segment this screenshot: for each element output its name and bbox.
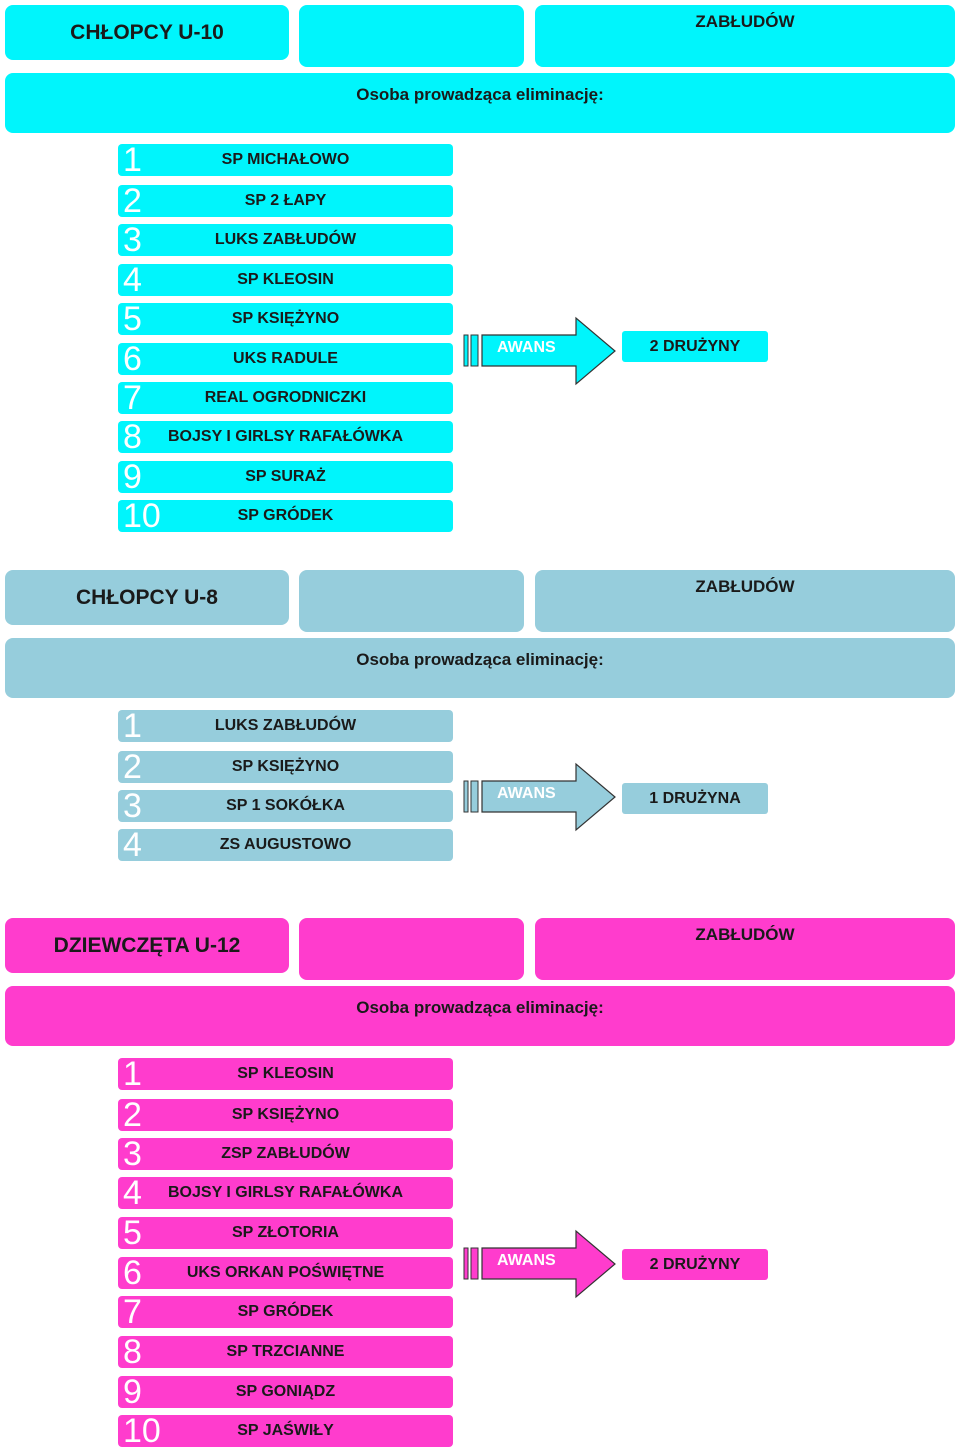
team-number: 4 (123, 826, 142, 864)
team-number: 8 (123, 418, 142, 456)
organizer-label: Osoba prowadząca eliminację: (5, 986, 955, 1046)
team-number: 5 (123, 1214, 142, 1252)
team-name: LUKS ZABŁUDÓW (214, 717, 357, 734)
team-number: 2 (123, 1096, 142, 1134)
team-number: 8 (123, 1333, 142, 1371)
category-title: CHŁOPCY U-10 (5, 5, 289, 60)
location-label: ZABŁUDÓW (535, 918, 955, 980)
category-title: DZIEWCZĘTA U-12 (5, 918, 289, 973)
blank-field (299, 5, 524, 67)
team-number: 5 (123, 300, 142, 338)
team-row: 3 LUKS ZABŁUDÓW (118, 221, 453, 259)
team-name: SP GRÓDEK (237, 1303, 334, 1320)
team-number: 4 (123, 1174, 142, 1212)
team-name: SP KSIĘŻYNO (231, 310, 340, 327)
team-number: 2 (123, 748, 142, 786)
team-row: 1 LUKS ZABŁUDÓW (118, 707, 453, 745)
advance-count: 2 DRUŻYNY (622, 1249, 768, 1280)
team-row: 4 ZS AUGUSTOWO (118, 826, 453, 864)
team-row: 8 SP TRZCIANNE (118, 1333, 453, 1371)
team-row: 2 SP KSIĘŻYNO (118, 748, 453, 786)
advance-label: AWANS (497, 339, 556, 356)
team-name: SP JAŚWIŁY (237, 1422, 334, 1439)
team-row: 5 SP KSIĘŻYNO (118, 300, 453, 338)
team-number: 2 (123, 182, 142, 220)
team-number: 3 (123, 787, 142, 825)
advance-label: AWANS (497, 785, 556, 802)
team-name: SP 1 SOKÓŁKA (226, 797, 345, 814)
team-row: 5 SP ZŁOTORIA (118, 1214, 453, 1252)
arrow-right-icon (463, 762, 616, 832)
advance-arrow: AWANS (462, 316, 622, 386)
team-number: 3 (123, 1135, 142, 1173)
blank-field (299, 918, 524, 980)
team-row: 1 SP MICHAŁOWO (118, 141, 453, 179)
team-number: 4 (123, 261, 142, 299)
team-name: LUKS ZABŁUDÓW (214, 231, 357, 248)
blank-field (299, 570, 524, 632)
team-number: 3 (123, 221, 142, 259)
team-name: SP TRZCIANNE (226, 1343, 345, 1360)
team-number: 6 (123, 340, 142, 378)
team-name: SP ZŁOTORIA (232, 1224, 339, 1241)
advance-count: 2 DRUŻYNY (622, 331, 768, 362)
team-number: 7 (123, 379, 142, 417)
team-number: 7 (123, 1293, 142, 1331)
organizer-label: Osoba prowadząca eliminację: (5, 638, 955, 698)
team-row: 9 SP GONIĄDZ (118, 1373, 453, 1411)
team-row: 9 SP SURAŻ (118, 458, 453, 496)
team-number: 1 (123, 1055, 142, 1093)
team-number: 1 (123, 707, 142, 745)
team-name: SP 2 ŁAPY (244, 192, 327, 209)
team-row: 6 UKS RADULE (118, 340, 453, 378)
organizer-label: Osoba prowadząca eliminację: (5, 73, 955, 133)
team-row: 10 SP JAŚWIŁY (118, 1412, 453, 1450)
team-name: REAL OGRODNICZKI (204, 389, 367, 406)
team-name: ZSP ZABŁUDÓW (221, 1145, 350, 1162)
advance-arrow: AWANS (462, 1229, 622, 1299)
team-number: 9 (123, 458, 142, 496)
team-row: 7 REAL OGRODNICZKI (118, 379, 453, 417)
location-label: ZABŁUDÓW (535, 5, 955, 67)
team-number: 6 (123, 1254, 142, 1292)
team-name: SP KSIĘŻYNO (231, 1106, 340, 1123)
advance-arrow: AWANS (462, 762, 622, 832)
team-name: UKS ORKAN POŚWIĘTNE (186, 1264, 385, 1281)
team-row: 6 UKS ORKAN POŚWIĘTNE (118, 1254, 453, 1292)
location-label: ZABŁUDÓW (535, 570, 955, 632)
advance-label: AWANS (497, 1252, 556, 1269)
team-row: 4 BOJSY I GIRLSY RAFAŁÓWKA (118, 1174, 453, 1212)
team-number: 10 (123, 1412, 161, 1450)
arrow-right-icon (463, 1229, 616, 1299)
team-name: SP SURAŻ (245, 468, 326, 485)
team-row: 2 SP KSIĘŻYNO (118, 1096, 453, 1134)
team-name: SP MICHAŁOWO (221, 151, 350, 168)
team-name: SP GRÓDEK (237, 507, 334, 524)
team-row: 7 SP GRÓDEK (118, 1293, 453, 1331)
team-row: 2 SP 2 ŁAPY (118, 182, 453, 220)
advance-count: 1 DRUŻYNA (622, 783, 768, 814)
team-row: 1 SP KLEOSIN (118, 1055, 453, 1093)
team-row: 8 BOJSY I GIRLSY RAFAŁÓWKA (118, 418, 453, 456)
team-row: 3 SP 1 SOKÓŁKA (118, 787, 453, 825)
team-number: 10 (123, 497, 161, 535)
team-name: SP KLEOSIN (237, 271, 334, 288)
team-name: BOJSY I GIRLSY RAFAŁÓWKA (168, 1184, 403, 1201)
team-name: BOJSY I GIRLSY RAFAŁÓWKA (168, 428, 403, 445)
team-row: 3 ZSP ZABŁUDÓW (118, 1135, 453, 1173)
team-row: 10 SP GRÓDEK (118, 497, 453, 535)
team-number: 9 (123, 1373, 142, 1411)
arrow-right-icon (463, 316, 616, 386)
team-number: 1 (123, 141, 142, 179)
team-name: SP KLEOSIN (237, 1065, 334, 1082)
team-name: SP GONIĄDZ (235, 1383, 336, 1400)
team-name: UKS RADULE (233, 350, 338, 367)
category-title: CHŁOPCY U-8 (5, 570, 289, 625)
team-row: 4 SP KLEOSIN (118, 261, 453, 299)
team-name: SP KSIĘŻYNO (231, 758, 340, 775)
team-name: ZS AUGUSTOWO (219, 836, 352, 853)
